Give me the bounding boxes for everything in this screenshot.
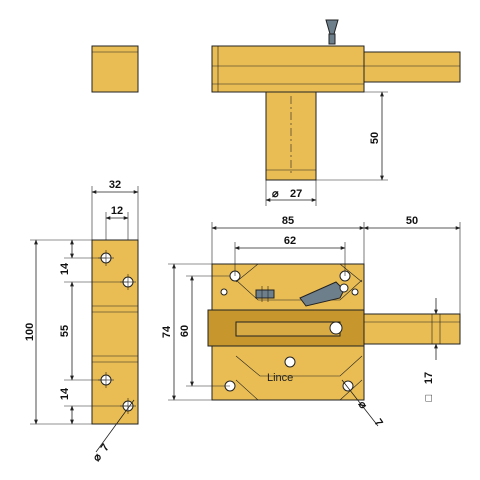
- dim-hole-diameter-right: 7: [372, 417, 385, 429]
- square-symbol: □: [423, 394, 435, 401]
- slider-knob: [255, 289, 275, 299]
- keeper-front-view: 32 12 100 14 55 14 ⌀ 7: [24, 179, 139, 464]
- dim-body-width: 85: [282, 215, 294, 227]
- dim-holes-spacing-x: 62: [284, 235, 296, 247]
- dim-holes-spacing-y: 60: [179, 325, 191, 337]
- dim-plate-height: 100: [24, 323, 36, 341]
- dim-middle-span: 55: [59, 325, 71, 337]
- bolt-rod-top: [359, 51, 461, 83]
- keeper-plate: [91, 239, 139, 425]
- dim-top-margin: 14: [59, 262, 71, 275]
- diameter-symbol-right: ⌀: [356, 399, 370, 412]
- keeper-block-top: [91, 45, 139, 93]
- dim-bolt-diameter: 27: [290, 188, 302, 200]
- bolt-rod-front: [359, 313, 461, 345]
- dim-bolt-height: 50: [369, 132, 381, 144]
- knob-icon: [325, 19, 339, 35]
- dim-bottom-margin: 14: [59, 387, 71, 400]
- dim-bolt-extension: 50: [406, 215, 418, 227]
- handle-lever-icon: [299, 281, 345, 307]
- lock-holes: [220, 270, 359, 392]
- dim-body-height: 74: [161, 325, 173, 338]
- top-view: 50 ⌀ 27: [91, 19, 461, 206]
- diameter-symbol-top: ⌀: [272, 188, 279, 200]
- dim-plate-width: 32: [109, 179, 121, 191]
- bolt-slot: [235, 321, 341, 337]
- dim-bolt-section: 17: [423, 372, 435, 384]
- dim-hole-spacing-x: 12: [111, 205, 123, 217]
- brand-label: Lince: [267, 372, 293, 384]
- lock-body-top: [211, 45, 365, 93]
- dim-hole-diameter-left: 7: [99, 442, 112, 454]
- lock-front-view: Lince 85 50 62 74 60 17 □ ⌀: [161, 215, 461, 429]
- diameter-symbol-left: ⌀: [91, 451, 105, 464]
